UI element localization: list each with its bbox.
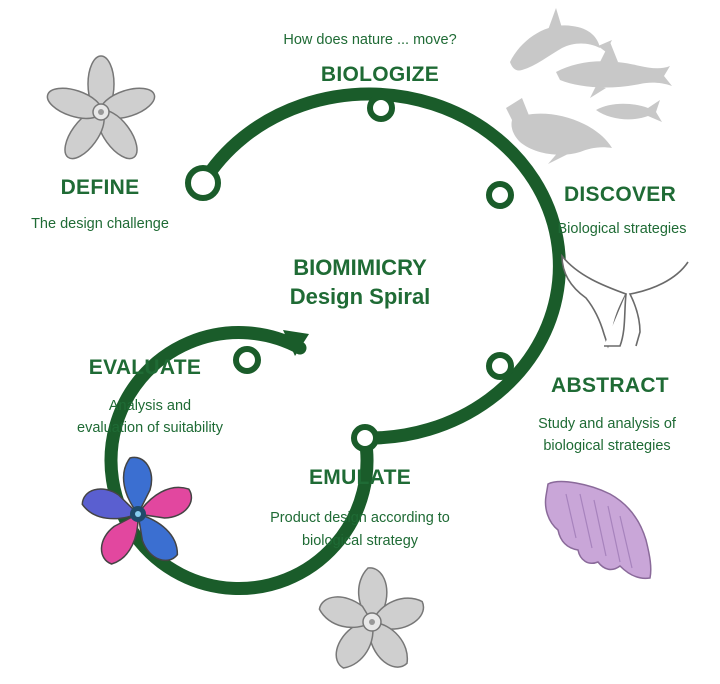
stage-desc-abstract-line2: biological strategies	[543, 438, 671, 454]
fin-scale-icon	[544, 480, 652, 580]
propeller-icon-emulate	[318, 567, 425, 669]
node-define	[185, 165, 221, 201]
spiral-outer-arc	[196, 87, 566, 445]
node-biologize	[367, 94, 395, 122]
propeller-icon-define	[46, 55, 156, 160]
node-emulate	[351, 424, 379, 452]
shark-icon	[556, 42, 672, 98]
center-title-line2: Design Spiral	[289, 284, 431, 309]
stage-title-discover: DISCOVER	[563, 183, 677, 206]
top-question: How does nature ... move?	[283, 32, 457, 48]
stage-title-abstract: ABSTRACT	[551, 374, 669, 397]
stage-desc-abstract-line1: Study and analysis of	[538, 416, 676, 432]
marine-animals-illustration	[506, 8, 672, 164]
node-discover	[486, 181, 514, 209]
humpback-whale-icon	[506, 98, 612, 164]
colored-rotor-icon	[81, 456, 193, 565]
orca-icon	[510, 8, 612, 71]
stage-title-biologize: BIOLOGIZE	[320, 63, 440, 86]
stage-desc-discover: Biological strategies	[557, 221, 687, 237]
center-title-line1: BIOMIMICRY	[293, 255, 427, 280]
stage-desc-define: The design challenge	[31, 216, 169, 232]
stage-desc-evaluate-line2: evaluation of suitability	[77, 420, 223, 436]
node-evaluate	[233, 346, 261, 374]
whale-tail-icon	[561, 253, 689, 349]
stage-title-define: DEFINE	[60, 176, 140, 199]
stage-desc-emulate-line1: Product design according to	[270, 510, 450, 526]
node-abstract	[486, 352, 514, 380]
fish-icon	[596, 100, 662, 122]
stage-title-emulate: EMULATE	[308, 466, 412, 489]
stage-desc-emulate-line2: biological strategy	[301, 533, 419, 549]
spiral-arrowhead	[283, 330, 309, 356]
stage-title-evaluate: EVALUATE	[88, 356, 202, 379]
stage-desc-evaluate-line1: Analysis and	[108, 398, 192, 414]
